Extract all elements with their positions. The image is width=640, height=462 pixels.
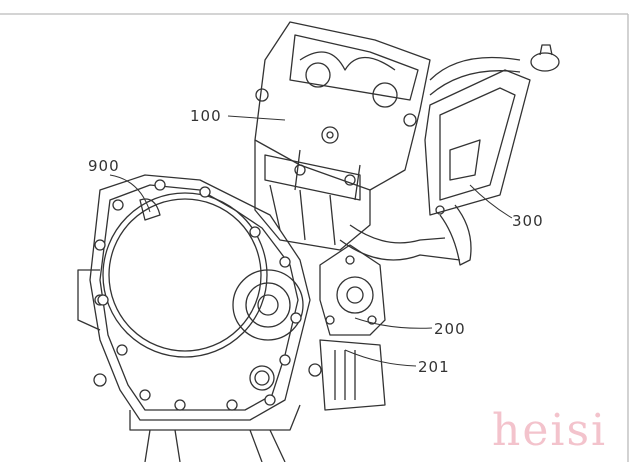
cylinder-block [254, 140, 371, 251]
leader-201 [344, 349, 417, 367]
crankcase [77, 174, 311, 462]
water-pump [308, 244, 386, 411]
watermark: heisi [492, 405, 608, 456]
label-201: 201 [418, 358, 450, 376]
leader-100 [227, 115, 286, 121]
label-300: 300 [512, 212, 544, 230]
cylinder-head [254, 21, 431, 201]
label-200: 200 [434, 320, 466, 338]
leader-300 [469, 184, 513, 219]
label-100: 100 [190, 107, 222, 125]
leader-lines [109, 115, 513, 367]
leader-900 [109, 174, 151, 213]
leader-200 [354, 317, 433, 329]
radiator [339, 44, 560, 266]
label-900: 900 [88, 157, 120, 175]
